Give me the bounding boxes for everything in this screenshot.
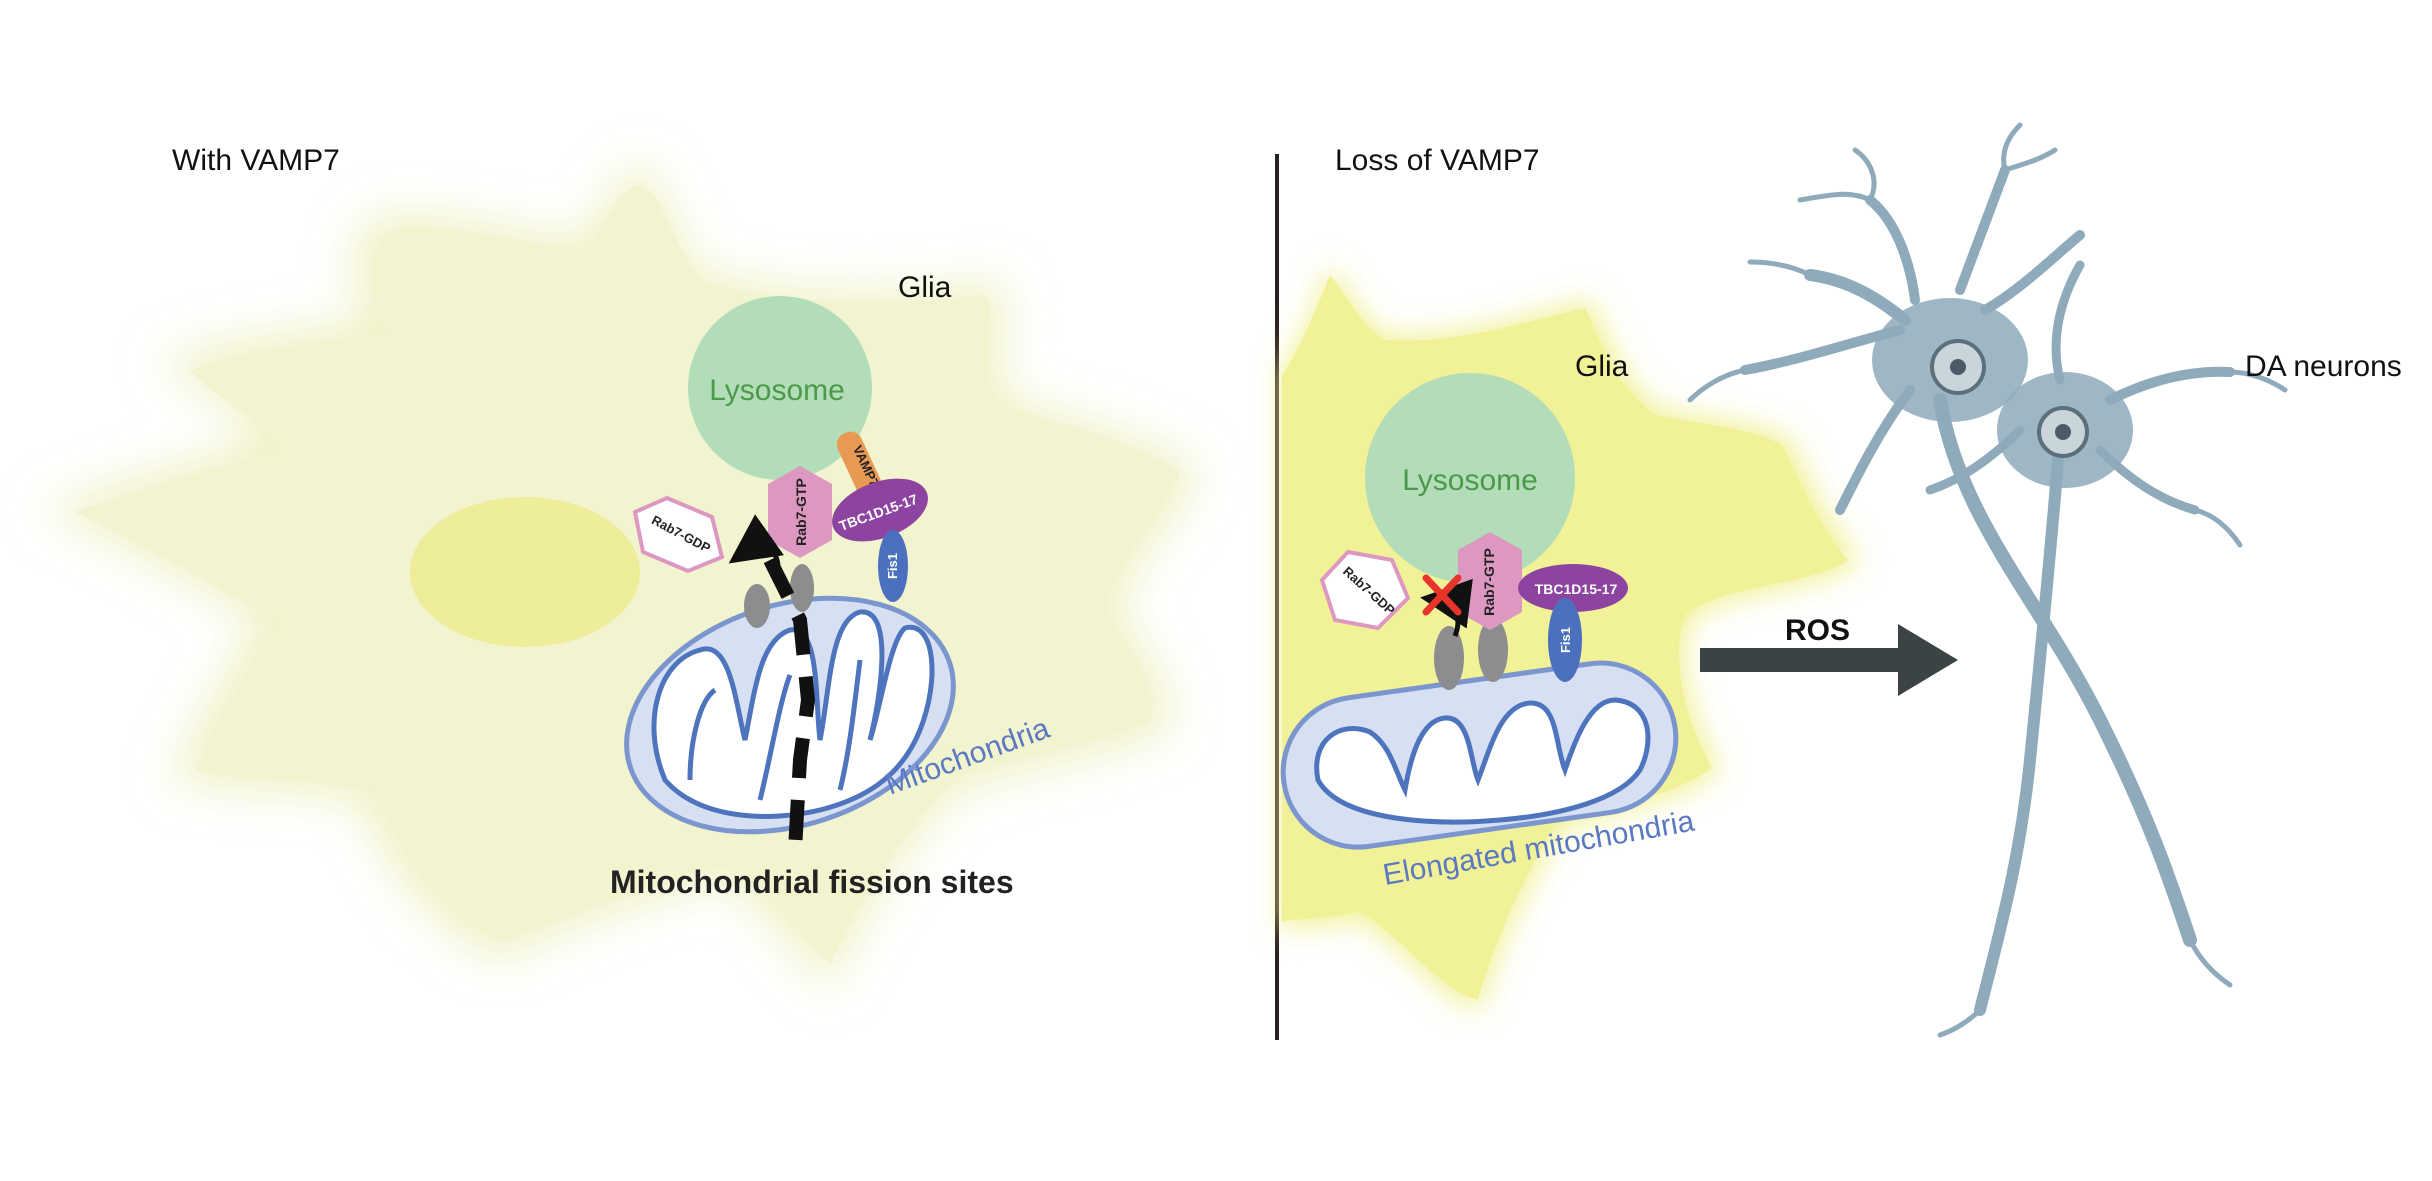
rab7-gtp-left bbox=[768, 466, 832, 558]
right-panel: Lysosome Elongated mitochondria Rab7-GTP… bbox=[1280, 122, 2402, 1038]
nucleus bbox=[410, 497, 640, 647]
glia-left-label: Glia bbox=[898, 271, 952, 304]
mitochondrion-left bbox=[624, 595, 956, 835]
receptor-1 bbox=[744, 584, 770, 628]
neuron-label: DA neurons bbox=[2245, 350, 2402, 383]
fission-line bbox=[763, 556, 816, 851]
fis1-right-label: Fis1 bbox=[1558, 627, 1573, 653]
rab7-gtp-left-label: Rab7-GTP bbox=[793, 478, 809, 546]
right-title: Loss of VAMP7 bbox=[1335, 144, 1540, 177]
fis1-right bbox=[1548, 598, 1582, 682]
da-neurons bbox=[1687, 122, 2288, 1038]
tbc-right-label: TBC1D15-17 bbox=[1535, 581, 1618, 597]
left-title: With VAMP7 bbox=[172, 144, 340, 177]
lysosome-left-label: Lysosome bbox=[709, 374, 845, 407]
lysosome-right bbox=[1365, 373, 1575, 583]
fission-caption: Mitochondrial fission sites bbox=[610, 864, 1014, 900]
vamp7 bbox=[836, 431, 882, 497]
ros-arrow bbox=[1700, 624, 1958, 696]
rab7-gtp-right bbox=[1458, 532, 1522, 630]
tbc-right bbox=[1518, 564, 1628, 612]
block-cross-icon bbox=[1422, 574, 1462, 616]
fis1-left bbox=[878, 530, 908, 602]
glia-right-label: Glia bbox=[1575, 350, 1629, 383]
mitochondrion-right bbox=[1280, 660, 1679, 850]
tbc-left bbox=[832, 478, 928, 542]
ros-label: ROS bbox=[1785, 614, 1850, 647]
rab7-gtp-right-label: Rab7-GTP bbox=[1481, 548, 1497, 616]
lysosome-right-label: Lysosome bbox=[1402, 464, 1538, 497]
receptor-4 bbox=[1478, 618, 1508, 682]
receptor-2 bbox=[790, 564, 814, 612]
rab7-gdp-right bbox=[1319, 549, 1411, 631]
lysosome-left bbox=[688, 296, 872, 480]
rab7-gdp-left bbox=[632, 495, 725, 574]
receptor-3 bbox=[1434, 626, 1464, 690]
left-panel: Lysosome Mitochondria Rab7-GTP Rab7-GDP … bbox=[40, 144, 1200, 990]
fis1-left-label: Fis1 bbox=[885, 553, 900, 579]
